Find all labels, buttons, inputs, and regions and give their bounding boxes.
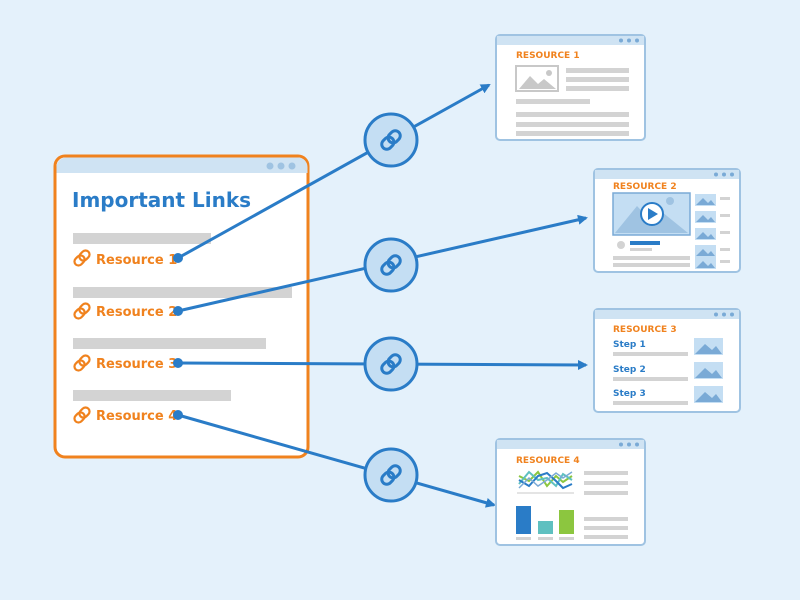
play-icon xyxy=(640,202,664,226)
resource-2-title: RESOURCE 2 xyxy=(613,182,677,192)
resource-link-1[interactable]: Resource 1 xyxy=(73,249,177,268)
resource-link-2[interactable]: Resource 2 xyxy=(73,302,177,320)
window-controls xyxy=(266,162,296,170)
connector-dot xyxy=(173,306,183,316)
connector-dot xyxy=(173,410,183,420)
step-label: Step 2 xyxy=(613,365,646,375)
link-icon xyxy=(363,447,419,503)
important-links-panel: Important Links Resource 1 Resource 2 R xyxy=(53,154,310,459)
resource-link-label[interactable]: Resource 3 xyxy=(96,357,177,372)
resource-2-card: RESOURCE 2 xyxy=(593,168,741,273)
image-placeholder-icon xyxy=(515,65,559,92)
connector-4 xyxy=(177,413,496,508)
link-icon xyxy=(363,112,419,168)
bar-chart-icon xyxy=(516,506,574,540)
video-thumbnail xyxy=(612,192,691,236)
link-icon xyxy=(73,249,91,267)
line-chart-icon xyxy=(517,470,574,494)
step-label: Step 1 xyxy=(613,340,646,350)
link-badges xyxy=(363,112,419,503)
step-label: Step 3 xyxy=(613,389,646,399)
resource-link-label[interactable]: Resource 2 xyxy=(96,305,177,320)
resource-link-3[interactable]: Resource 3 xyxy=(73,354,177,372)
text-placeholder xyxy=(73,390,231,401)
link-icon xyxy=(363,336,419,392)
connector-1 xyxy=(177,83,491,260)
link-icon xyxy=(73,302,91,320)
connector-dots xyxy=(173,253,183,420)
resource-3-title: RESOURCE 3 xyxy=(613,325,677,335)
resource-4-title: RESOURCE 4 xyxy=(516,456,580,466)
thumbnail-list xyxy=(695,194,730,269)
resource-1-title: RESOURCE 1 xyxy=(516,51,580,61)
resource-1-card: RESOURCE 1 xyxy=(495,34,646,141)
connector-dot xyxy=(173,358,183,368)
text-placeholder xyxy=(73,287,292,298)
text-placeholder xyxy=(73,338,266,349)
resource-link-label[interactable]: Resource 1 xyxy=(96,253,177,268)
link-icon xyxy=(73,354,91,372)
resource-link-label[interactable]: Resource 4 xyxy=(96,409,177,424)
text-placeholder xyxy=(73,233,211,244)
panel-title: Important Links xyxy=(72,188,251,212)
resource-4-card: RESOURCE 4 xyxy=(495,438,646,546)
link-icon xyxy=(363,237,419,293)
resource-link-4[interactable]: Resource 4 xyxy=(73,406,177,424)
resource-3-card: RESOURCE 3 Step 1 Step 2 Step 3 xyxy=(593,308,741,413)
link-icon xyxy=(73,406,91,424)
connector-dot xyxy=(173,253,183,263)
